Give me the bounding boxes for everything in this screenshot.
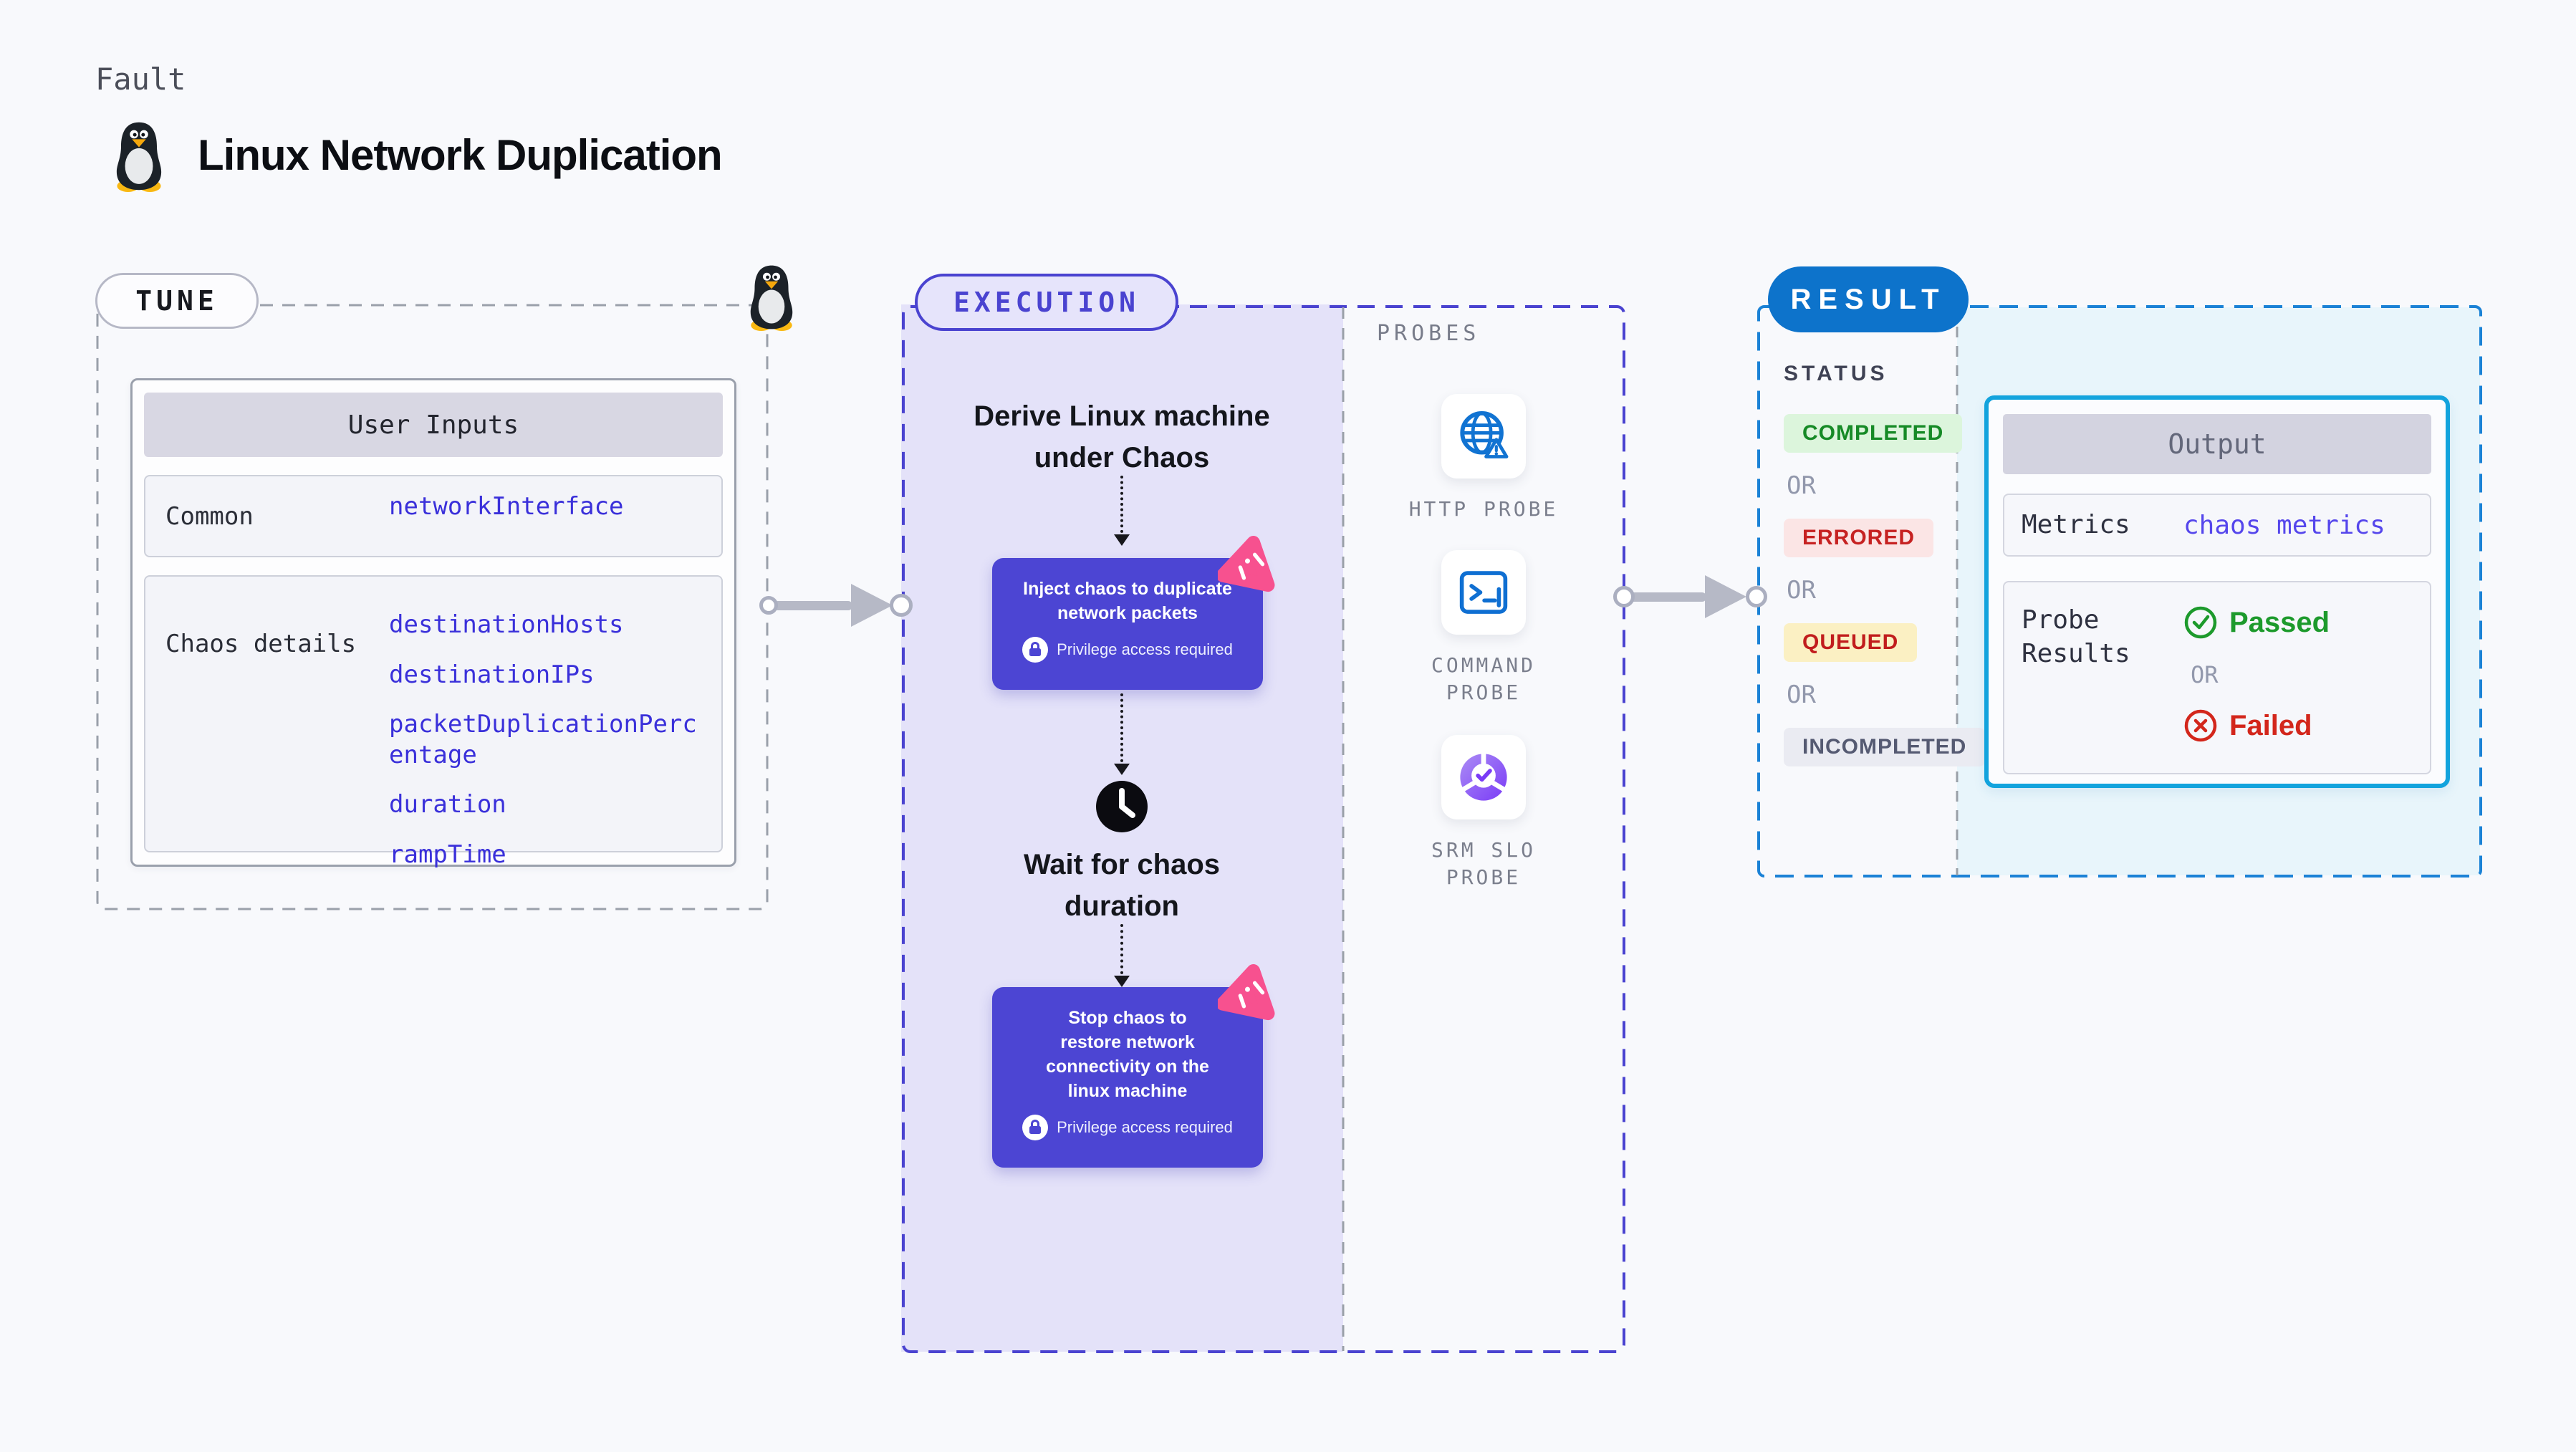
- flow-connector: [1120, 693, 1123, 762]
- metrics-value: chaos metrics: [2183, 510, 2385, 540]
- or-separator: OR: [1787, 576, 1816, 605]
- page-title: Linux Network Duplication: [198, 131, 723, 179]
- derive-step-text: Derive Linux machine under Chaos: [974, 400, 1270, 473]
- fault-kicker: Fault: [95, 62, 186, 97]
- status-list: COMPLETED OR ERRORED OR QUEUED OR INCOMP…: [1784, 414, 1986, 766]
- status-badge-queued: QUEUED: [1784, 623, 1918, 662]
- row-label: Chaos details: [165, 630, 357, 658]
- connector-node: [1746, 586, 1767, 607]
- param-value: destinationHosts: [389, 610, 624, 639]
- connector-node: [890, 594, 913, 617]
- param-value: networkInterface: [389, 491, 624, 521]
- slo-pie-icon: [1460, 753, 1507, 801]
- param-value: destinationIPs: [389, 660, 595, 689]
- tune-badge-label: TUNE: [135, 285, 218, 317]
- http-probe-label: HTTP PROBE: [1408, 497, 1559, 521]
- check-circle-icon: [2184, 606, 2217, 639]
- status-section-label: STATUS: [1784, 362, 1888, 385]
- param-value: packetDuplicationPercentage: [389, 710, 697, 769]
- lock-icon: [1022, 1115, 1049, 1140]
- command-probe-card: [1441, 550, 1526, 635]
- or-separator: OR: [2191, 661, 2219, 688]
- inject-chaos-step: Inject chaos to duplicate network packet…: [992, 558, 1263, 690]
- user-inputs-card: User Inputs Common networkInterface Chao…: [130, 378, 736, 869]
- globe-alert-icon: [1460, 410, 1509, 458]
- srm-slo-probe-card: [1441, 735, 1526, 819]
- passed-label: Passed: [2229, 606, 2330, 638]
- status-badge-errored: ERRORED: [1784, 519, 1934, 557]
- chaos-logo-icon: [1218, 964, 1275, 1021]
- output-header: Output: [2003, 414, 2431, 474]
- failed-line: Failed: [2183, 708, 2330, 743]
- probes-section-label: PROBES: [1377, 321, 1481, 346]
- metrics-row: Metrics chaos metrics: [2003, 494, 2431, 557]
- probe-results-label: Probe Results: [2022, 605, 2130, 668]
- param-value: rampTime: [389, 840, 506, 869]
- user-inputs-header: User Inputs: [144, 393, 723, 457]
- connector-node: [1613, 586, 1635, 607]
- flow-connector: [1120, 476, 1123, 533]
- linux-tux-corner-icon: [750, 265, 793, 331]
- x-circle-icon: [2184, 709, 2217, 742]
- row-label: Common: [165, 501, 254, 531]
- passed-line: Passed: [2183, 605, 2330, 640]
- flow-connector: [1120, 924, 1123, 974]
- result-badge: RESULT: [1768, 266, 1969, 332]
- or-separator: OR: [1787, 681, 1816, 709]
- metrics-label: Metrics: [2022, 509, 2130, 539]
- result-badge-label: RESULT: [1790, 283, 1946, 315]
- clock-icon: [1096, 781, 1148, 832]
- execution-to-result-arrow: [1629, 592, 1706, 602]
- inject-chaos-text: Inject chaos to duplicate network packet…: [1023, 579, 1232, 623]
- arrowhead-icon: [1705, 575, 1746, 618]
- tune-to-execution-arrow: [774, 601, 852, 610]
- execution-badge: EXECUTION: [915, 274, 1178, 331]
- srm-slo-probe-label: SRM SLO PROBE: [1431, 838, 1536, 889]
- execution-badge-label: EXECUTION: [953, 287, 1140, 318]
- table-row-common: Common networkInterface: [144, 475, 723, 557]
- status-badge-completed: COMPLETED: [1784, 414, 1963, 453]
- privilege-text: Privilege access required: [1057, 1118, 1233, 1136]
- flow-arrowhead-icon: [1114, 976, 1130, 987]
- command-probe-label: COMMAND PROBE: [1431, 653, 1536, 704]
- tune-badge: TUNE: [95, 273, 259, 329]
- flow-arrowhead-icon: [1114, 764, 1130, 775]
- terminal-icon: [1459, 571, 1508, 614]
- privilege-note: Privilege access required: [1004, 637, 1251, 663]
- lock-icon: [1022, 637, 1049, 663]
- privilege-note: Privilege access required: [1004, 1115, 1251, 1140]
- linux-tux-icon: [116, 122, 162, 192]
- status-badge-incompleted: INCOMPLETED: [1784, 728, 1986, 766]
- chaos-logo-icon: [1218, 536, 1275, 592]
- or-separator: OR: [1787, 471, 1816, 500]
- wait-step-text: Wait for chaos duration: [1023, 849, 1221, 922]
- output-card: Output Metrics chaos metrics Probe Resul…: [1984, 395, 2450, 788]
- failed-label: Failed: [2229, 709, 2312, 741]
- probe-results-row: Probe Results Passed OR Faile: [2003, 581, 2431, 774]
- connector-node: [759, 596, 778, 615]
- table-row-chaos-details: Chaos details destinationHosts destinati…: [144, 575, 723, 869]
- param-value: duration: [389, 790, 506, 819]
- privilege-text: Privilege access required: [1057, 640, 1233, 658]
- stop-chaos-text: Stop chaos to restore network connectivi…: [1046, 1008, 1209, 1101]
- http-probe-card: [1441, 394, 1526, 479]
- stop-chaos-step: Stop chaos to restore network connectivi…: [992, 987, 1263, 1168]
- arrowhead-icon: [851, 584, 893, 627]
- flow-arrowhead-icon: [1114, 534, 1130, 546]
